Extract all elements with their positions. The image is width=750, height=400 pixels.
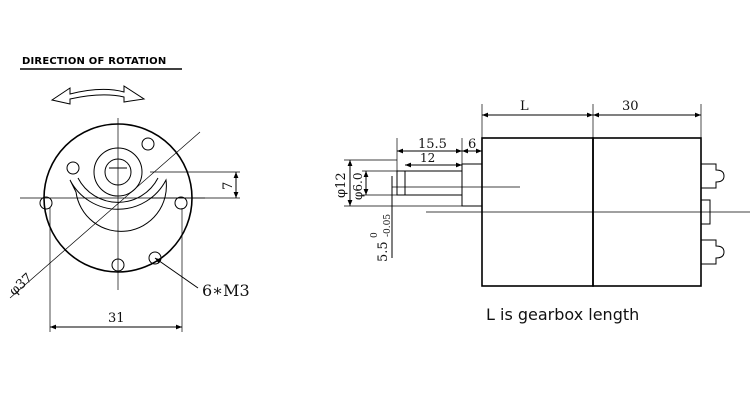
dim12-label: 12	[420, 151, 435, 165]
gearbox-caption: L is gearbox length	[486, 305, 639, 324]
dim155-label: 15.5	[418, 137, 447, 152]
rotation-title: DIRECTION OF ROTATION	[22, 56, 166, 67]
mount-hole-4	[174, 196, 188, 210]
crescent-slot	[69, 178, 167, 232]
side-view: L 30 15.5 6 12 φ12 φ6.0 5.5 0 -0.05	[334, 99, 750, 287]
phi12-label: φ12	[334, 172, 349, 198]
terminal-bottom	[701, 239, 725, 265]
mount-hole-3	[39, 196, 53, 210]
flat-tol-lower: -0.05	[383, 214, 393, 237]
terminal-top	[701, 163, 725, 189]
diameter-leader	[9, 131, 201, 299]
diameter-label: φ37	[7, 271, 36, 299]
crescent-inner	[77, 177, 159, 203]
dim31-label: 31	[108, 311, 125, 326]
holes-label: 6∗M3	[202, 281, 250, 300]
holes-leader	[154, 257, 199, 289]
flat-dim-label: 5.5	[376, 241, 391, 262]
dimL-label: L	[520, 99, 529, 114]
hub-boss	[461, 163, 483, 207]
dim30-label: 30	[622, 99, 639, 114]
rotation-arrow-icon	[50, 85, 146, 105]
phi6-label: φ6.0	[351, 173, 365, 201]
dim6-label: 6	[468, 137, 476, 152]
front-view: DIRECTION OF ROTATION φ37 6∗M3	[7, 56, 250, 332]
mount-hole-1	[66, 161, 80, 175]
rear-bump	[700, 199, 711, 225]
mount-hole-5	[111, 258, 125, 272]
mount-hole-2	[141, 137, 155, 151]
center-hub	[93, 147, 143, 197]
output-shaft	[396, 170, 463, 196]
shaft-circle	[104, 158, 132, 186]
dim7-label: 7	[221, 182, 236, 190]
flat-tol-upper: 0	[370, 232, 380, 238]
